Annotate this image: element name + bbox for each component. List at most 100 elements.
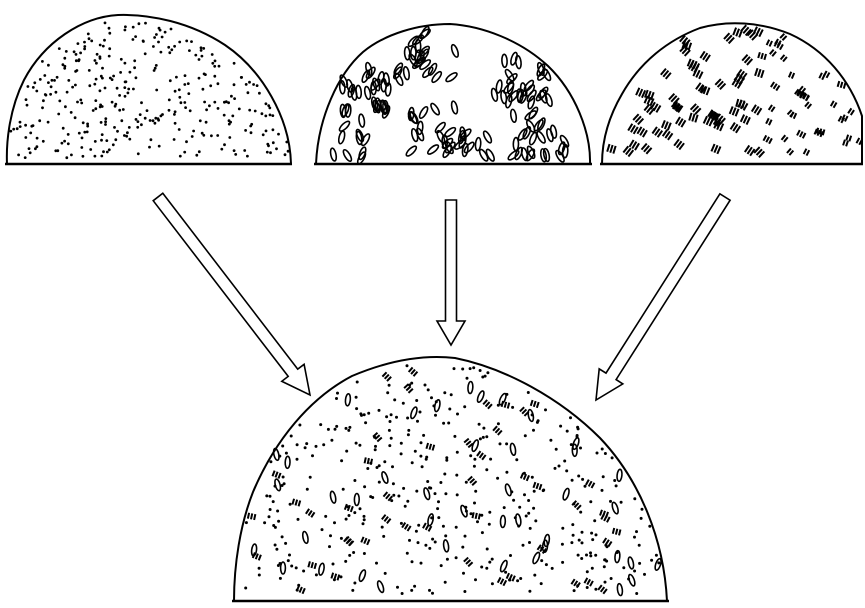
dot-particle (601, 448, 604, 451)
dot-particle (488, 511, 491, 514)
dot-particle (168, 109, 171, 112)
dot-particle (269, 460, 272, 463)
dot-particle (111, 101, 114, 104)
dot-particle (437, 500, 440, 503)
dot-particle (345, 518, 348, 521)
dot-particle (265, 130, 268, 133)
dot-particle (445, 456, 448, 459)
dot-particle (228, 119, 231, 122)
dot-particle (445, 459, 448, 462)
dot-particle (194, 54, 197, 57)
dot-particle (67, 142, 70, 145)
dot-particle (601, 489, 604, 492)
dot-particle (135, 76, 138, 79)
dot-particle (128, 126, 131, 129)
dot-particle (178, 41, 181, 44)
dot-particle (266, 143, 269, 146)
dot-particle (65, 156, 68, 159)
dot-particle (353, 479, 356, 482)
dot-particle (389, 420, 392, 423)
dot-particle (114, 105, 117, 108)
dot-particle (414, 450, 417, 453)
dot-particle (643, 573, 646, 576)
dot-particle (262, 133, 265, 136)
dot-particle (88, 37, 91, 40)
dot-particle (633, 570, 636, 573)
dot-particle (282, 476, 285, 479)
dot-particle (434, 414, 437, 417)
dot-particle (187, 82, 190, 85)
dot-particle (281, 445, 284, 448)
dot-particle (153, 36, 156, 39)
dot-particle (75, 59, 78, 62)
dot-particle (175, 76, 178, 79)
dot-particle (170, 28, 173, 31)
dot-particle (589, 551, 592, 554)
dot-particle (136, 126, 139, 129)
dot-particle (463, 405, 466, 408)
dot-particle (386, 391, 389, 394)
dot-particle (281, 535, 284, 538)
dot-particle (474, 578, 477, 581)
dot-particle (363, 518, 366, 521)
dot-particle (579, 511, 582, 514)
dot-particle (108, 148, 111, 151)
dot-particle (503, 506, 506, 509)
dot-particle (572, 534, 575, 537)
dot-particle (246, 155, 249, 158)
dot-particle (444, 534, 447, 537)
dot-particle (19, 121, 22, 124)
dot-particle (328, 545, 331, 548)
dot-particle (410, 382, 413, 385)
dot-particle (561, 527, 564, 530)
dot-particle (279, 577, 282, 580)
dot-particle (540, 582, 543, 585)
dot-particle (272, 141, 275, 144)
dot-particle (191, 135, 194, 138)
dot-particle (431, 592, 434, 595)
dot-particle (183, 101, 186, 104)
dot-particle (596, 452, 599, 455)
dot-particle (638, 562, 641, 565)
dot-particle (202, 134, 205, 137)
dot-particle (92, 109, 95, 112)
dot-particle (464, 535, 467, 538)
dot-particle (67, 79, 70, 82)
dot-particle (395, 416, 398, 419)
dot-particle (39, 78, 42, 81)
dot-particle (284, 542, 287, 545)
dot-particle (99, 89, 102, 92)
dot-particle (340, 537, 343, 540)
dot-particle (536, 421, 539, 424)
dot-particle (261, 112, 264, 115)
dot-particle (146, 109, 149, 112)
dot-particle (103, 39, 106, 42)
dot-particle (406, 417, 409, 420)
dot-particle (208, 104, 211, 107)
dot-particle (217, 82, 220, 85)
dot-particle (381, 526, 384, 529)
dots-mound-outline (7, 15, 291, 164)
dot-particle (123, 86, 126, 89)
dot-particle (488, 523, 491, 526)
dot-particle (79, 52, 82, 55)
dot-particle (65, 50, 68, 53)
dot-particle (155, 64, 158, 67)
dot-particle (408, 539, 411, 542)
dot-particle (374, 445, 377, 448)
dot-particle (609, 500, 612, 503)
dot-particle (340, 459, 343, 462)
dot-particle (178, 88, 181, 91)
dot-particle (26, 104, 29, 107)
dot-particle (362, 522, 365, 525)
dot-particle (173, 113, 176, 116)
dot-particle (125, 135, 128, 138)
dot-particle (436, 507, 439, 510)
dot-particle (108, 47, 111, 50)
dot-particle (43, 74, 46, 77)
dot-particle (455, 526, 458, 529)
dot-particle (295, 566, 298, 569)
dot-particle (118, 109, 121, 112)
dot-particle (434, 541, 437, 544)
dot-particle (106, 151, 109, 154)
